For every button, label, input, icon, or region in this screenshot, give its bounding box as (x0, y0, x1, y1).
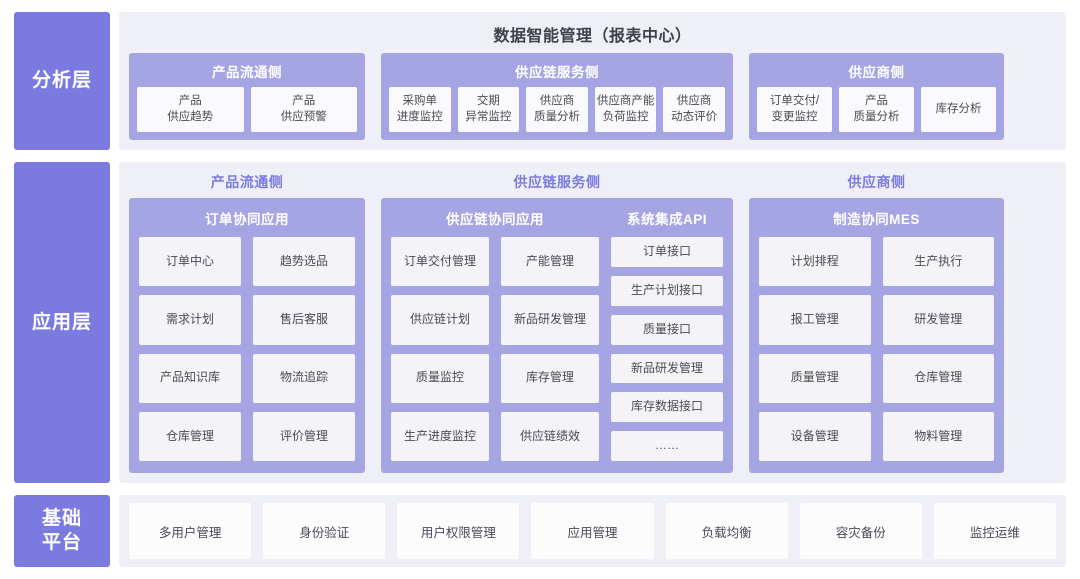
app-subgroup-title: 系统集成API (626, 212, 707, 227)
analysis-chip[interactable]: 供应商 动态评价 (663, 87, 725, 132)
app-subgroup-title: 制造协同MES (833, 212, 920, 227)
analysis-layer-title: 数据智能管理（报表中心） (493, 28, 692, 45)
analysis-chip[interactable]: 供应商 质量分析 (526, 87, 588, 132)
app-tile[interactable]: 产能管理 (501, 237, 599, 287)
application-layer-label: 应用层 (14, 162, 110, 483)
app-panel-supplier: 制造协同MES 计划排程 生产执行 报工管理 研发管理 质量管理 仓库管理 设备… (749, 198, 1004, 473)
analysis-group-title: 产品流通侧 (212, 65, 282, 80)
analysis-layer-row: 分析层 数据智能管理（报表中心） 产品流通侧 产品 供应趋势 产品 供应预警 供… (14, 12, 1066, 150)
app-header-supply-chain-service: 供应链服务侧 (513, 174, 601, 190)
app-header-supplier: 供应商侧 (847, 174, 906, 190)
app-tile[interactable]: 评价管理 (253, 411, 355, 461)
analysis-chip[interactable]: 产品 质量分析 (839, 87, 914, 132)
analysis-group-title: 供应商侧 (848, 65, 905, 80)
app-subgroup-order-collaboration: 订单协同应用 订单中心 趋势选品 需求计划 售后客服 产品知识库 物流追踪 仓库… (139, 204, 355, 461)
foundation-tile[interactable]: 应用管理 (531, 503, 654, 559)
foundation-tile[interactable]: 多用户管理 (129, 503, 252, 559)
analysis-layer-label: 分析层 (14, 12, 110, 150)
analysis-chip[interactable]: 订单交付/ 变更监控 (757, 87, 832, 132)
analysis-chip[interactable]: 库存分析 (921, 87, 996, 132)
app-tile[interactable]: 订单中心 (139, 237, 241, 287)
app-tile[interactable]: 库存管理 (501, 353, 599, 403)
analysis-group-title: 供应链服务侧 (515, 65, 599, 80)
foundation-tile[interactable]: 身份验证 (263, 503, 386, 559)
app-tile[interactable]: 需求计划 (139, 295, 241, 345)
app-tile[interactable]: 订单交付管理 (391, 237, 489, 287)
app-tile[interactable]: 供应链绩效 (501, 411, 599, 461)
app-tile[interactable]: 物料管理 (882, 411, 994, 461)
app-tile-grid: 计划排程 生产执行 报工管理 研发管理 质量管理 仓库管理 设备管理 物料管理 (759, 237, 994, 461)
analysis-layer-body: 数据智能管理（报表中心） 产品流通侧 产品 供应趋势 产品 供应预警 供应链服务… (119, 12, 1066, 150)
application-header-row: 产品流通侧 供应链服务侧 供应商侧 (129, 168, 1056, 198)
app-tile[interactable]: 仓库管理 (882, 353, 994, 403)
app-panel-product-distribution: 订单协同应用 订单中心 趋势选品 需求计划 售后客服 产品知识库 物流追踪 仓库… (129, 198, 365, 473)
app-subgroup-manufacturing-mes: 制造协同MES 计划排程 生产执行 报工管理 研发管理 质量管理 仓库管理 设备… (759, 204, 994, 461)
app-tile[interactable]: 研发管理 (882, 295, 994, 345)
app-subgroup-supply-chain-collaboration: 供应链协同应用 订单交付管理 产能管理 供应链计划 新品研发管理 质量监控 库存… (391, 204, 599, 461)
foundation-tile[interactable]: 容灾备份 (799, 503, 922, 559)
app-tile[interactable]: 新品研发管理 (611, 353, 723, 384)
app-tile[interactable]: 新品研发管理 (501, 295, 599, 345)
app-tile[interactable]: 报工管理 (759, 295, 871, 345)
analysis-group-container: 产品流通侧 产品 供应趋势 产品 供应预警 供应链服务侧 采购单 进度监控 交期… (129, 53, 1056, 140)
foundation-tile[interactable]: 监控运维 (933, 503, 1056, 559)
foundation-layer-label: 基础 平台 (14, 495, 110, 567)
app-panel-supply-chain-service: 供应链协同应用 订单交付管理 产能管理 供应链计划 新品研发管理 质量监控 库存… (381, 198, 733, 473)
app-header-product-distribution: 产品流通侧 (210, 174, 284, 190)
app-tile-grid: 订单接口 生产计划接口 质量接口 新品研发管理 库存数据接口 …… (611, 237, 723, 461)
app-tile[interactable]: 仓库管理 (139, 411, 241, 461)
app-tile[interactable]: 生产进度监控 (391, 411, 489, 461)
app-tile[interactable]: 质量监控 (391, 353, 489, 403)
app-tile[interactable]: 质量接口 (611, 314, 723, 345)
analysis-chip[interactable]: 采购单 进度监控 (389, 87, 451, 132)
app-tile[interactable]: 物流追踪 (253, 353, 355, 403)
application-layer-body: 产品流通侧 供应链服务侧 供应商侧 订单协同应用 订单中心 趋势选品 需求计划 … (119, 162, 1066, 483)
app-subgroup-title: 订单协同应用 (205, 212, 289, 227)
application-layer-row: 应用层 产品流通侧 供应链服务侧 供应商侧 订单协同应用 订单中心 趋势选品 需… (14, 162, 1066, 483)
analysis-chip-row: 产品 供应趋势 产品 供应预警 (137, 87, 357, 132)
foundation-tile[interactable]: 用户权限管理 (397, 503, 520, 559)
app-subgroup-title: 供应链协同应用 (446, 212, 544, 227)
app-tile-grid: 订单交付管理 产能管理 供应链计划 新品研发管理 质量监控 库存管理 生产进度监… (391, 237, 599, 461)
foundation-layer-body: 多用户管理 身份验证 用户权限管理 应用管理 负载均衡 容灾备份 监控运维 (119, 495, 1066, 567)
app-tile[interactable]: 设备管理 (759, 411, 871, 461)
app-tile[interactable]: 生产执行 (882, 237, 994, 287)
app-tile[interactable]: …… (611, 431, 723, 461)
app-tile-grid: 订单中心 趋势选品 需求计划 售后客服 产品知识库 物流追踪 仓库管理 评价管理 (139, 237, 355, 461)
analysis-chip[interactable]: 产品 供应趋势 (137, 87, 244, 132)
app-subgroup-system-integration-api: 系统集成API 订单接口 生产计划接口 质量接口 新品研发管理 库存数据接口 …… (611, 204, 723, 461)
app-tile[interactable]: 订单接口 (611, 237, 723, 267)
app-tile[interactable]: 质量管理 (759, 353, 871, 403)
app-tile[interactable]: 供应链计划 (391, 295, 489, 345)
app-tile[interactable]: 趋势选品 (253, 237, 355, 287)
analysis-chip[interactable]: 供应商产能 负荷监控 (594, 87, 657, 132)
analysis-group-supply-chain-service: 供应链服务侧 采购单 进度监控 交期 异常监控 供应商 质量分析 供应商产能 负… (381, 53, 733, 140)
analysis-group-supplier: 供应商侧 订单交付/ 变更监控 产品 质量分析 库存分析 (749, 53, 1004, 140)
app-tile[interactable]: 产品知识库 (139, 353, 241, 403)
analysis-group-product-distribution: 产品流通侧 产品 供应趋势 产品 供应预警 (129, 53, 365, 140)
app-tile[interactable]: 售后客服 (253, 295, 355, 345)
analysis-chip[interactable]: 产品 供应预警 (250, 87, 357, 132)
foundation-layer-row: 基础 平台 多用户管理 身份验证 用户权限管理 应用管理 负载均衡 容灾备份 监… (14, 495, 1066, 567)
analysis-chip[interactable]: 交期 异常监控 (457, 87, 520, 132)
foundation-tile[interactable]: 负载均衡 (665, 503, 788, 559)
app-tile[interactable]: 库存数据接口 (611, 392, 723, 423)
application-group-container: 订单协同应用 订单中心 趋势选品 需求计划 售后客服 产品知识库 物流追踪 仓库… (129, 198, 1056, 473)
analysis-chip-row: 采购单 进度监控 交期 异常监控 供应商 质量分析 供应商产能 负荷监控 供应商… (389, 87, 725, 132)
analysis-chip-row: 订单交付/ 变更监控 产品 质量分析 库存分析 (757, 87, 996, 132)
app-tile[interactable]: 生产计划接口 (611, 275, 723, 306)
app-tile[interactable]: 计划排程 (759, 237, 871, 287)
